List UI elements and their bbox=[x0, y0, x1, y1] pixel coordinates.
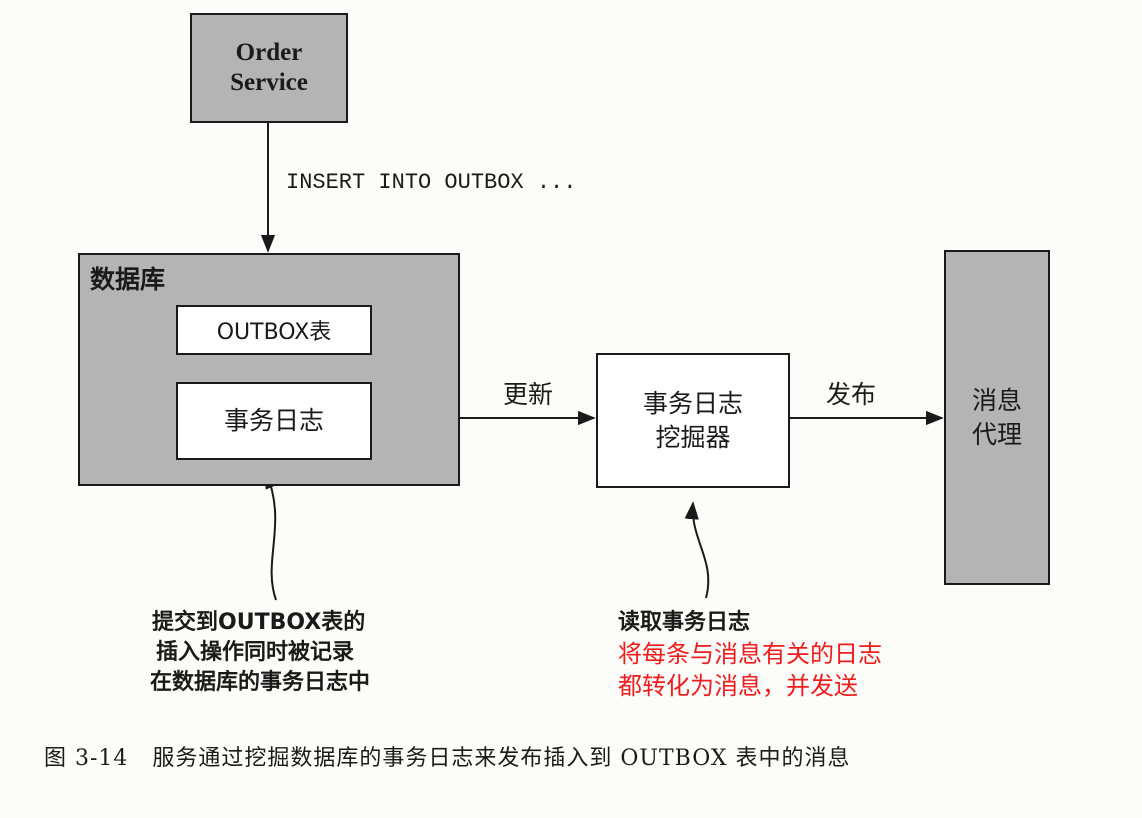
message-broker-box: 消息 代理 bbox=[944, 250, 1050, 585]
database-box: 数据库 OUTBOX表 事务日志 bbox=[78, 253, 460, 486]
note-right-line1: 读取事务日志 bbox=[618, 610, 751, 635]
insert-statement-label: INSERT INTO OUTBOX ... bbox=[286, 170, 577, 195]
note-left-line2: 插入操作同时被记录 bbox=[156, 640, 355, 665]
log-miner-line2: 挖掘器 bbox=[655, 422, 731, 452]
note-right: 读取事务日志 将每条与消息有关的日志 都转化为消息，并发送 bbox=[618, 608, 882, 702]
publish-label: 发布 bbox=[826, 380, 877, 409]
note-left-line3: 在数据库的事务日志中 bbox=[150, 670, 371, 695]
log-miner-line1: 事务日志 bbox=[642, 388, 743, 418]
message-broker-line1: 消息 bbox=[971, 385, 1022, 415]
note-right-red-line2: 都转化为消息，并发送 bbox=[618, 672, 858, 700]
note-left-line1: 提交到OUTBOX表的 bbox=[152, 610, 366, 635]
database-label: 数据库 bbox=[90, 265, 166, 294]
figure-caption: 图 3-14 服务通过挖掘数据库的事务日志来发布插入到 OUTBOX 表中的消息 bbox=[44, 746, 851, 771]
log-miner-box: 事务日志 挖掘器 bbox=[596, 353, 790, 488]
outbox-table-box: OUTBOX表 bbox=[176, 305, 372, 355]
order-service-line1: Order bbox=[235, 39, 303, 66]
note-left-pointer bbox=[265, 470, 279, 601]
transaction-log-label: 事务日志 bbox=[223, 406, 324, 435]
note-left: 提交到OUTBOX表的 插入操作同时被记录 在数据库的事务日志中 bbox=[150, 608, 370, 698]
order-service-line2: Service bbox=[230, 69, 308, 96]
note-right-red-line1: 将每条与消息有关的日志 bbox=[618, 640, 882, 668]
order-service-box: Order Service bbox=[190, 13, 348, 123]
update-label: 更新 bbox=[503, 380, 554, 409]
outbox-table-label: OUTBOX表 bbox=[216, 320, 332, 345]
note-right-pointer bbox=[684, 501, 710, 599]
transaction-log-box: 事务日志 bbox=[176, 382, 372, 460]
message-broker-line2: 代理 bbox=[971, 419, 1022, 449]
